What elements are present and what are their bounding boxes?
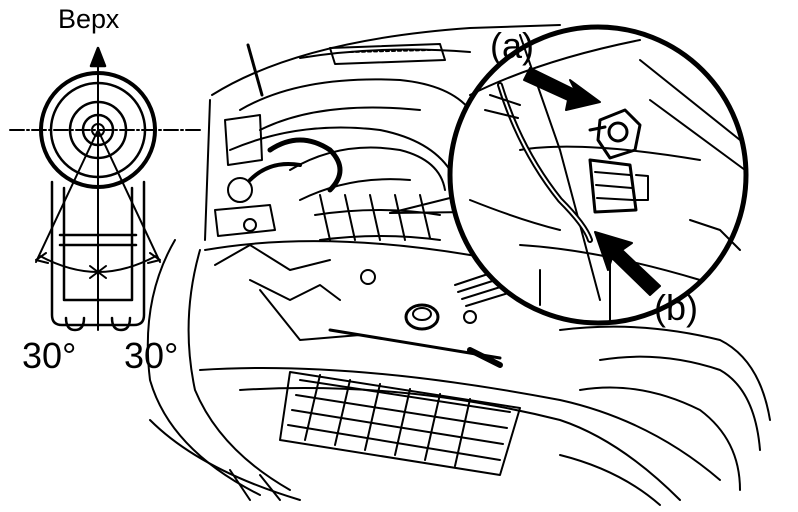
engine-bay-drawing [146,24,771,506]
callout-b-label: (b) [654,287,698,328]
angle-right-label: 30° [124,335,179,376]
callout-a-label: (a) [490,25,534,66]
angle-left-label: 30° [22,335,77,376]
knock-sensor-mounting-icon [9,46,201,332]
detail-callout-circle [389,24,749,326]
arrow-b [594,231,661,296]
orientation-label: Верх [58,4,120,34]
arrow-a [523,67,601,111]
